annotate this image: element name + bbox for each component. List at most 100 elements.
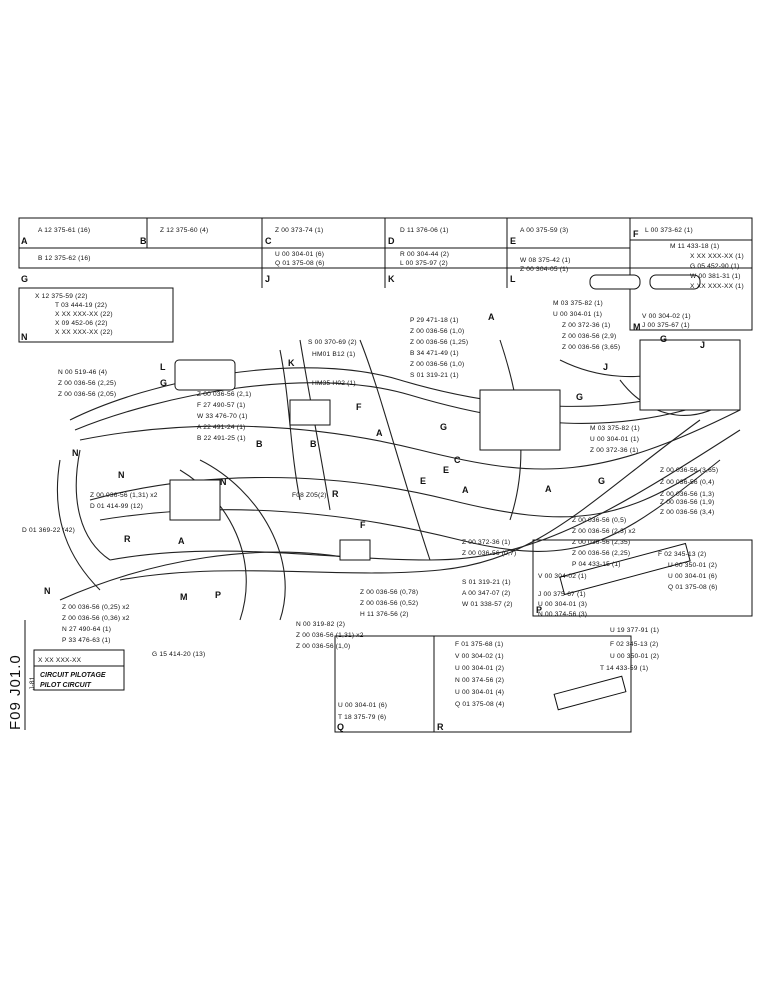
svg-text:Z 00 036-56 (0,5): Z 00 036-56 (0,5) — [572, 517, 626, 524]
svg-text:X XX XXX-XX (1): X XX XXX-XX (1) — [690, 283, 744, 290]
svg-text:P 29 471-18 (1): P 29 471-18 (1) — [410, 317, 459, 324]
part-D: D 11 376-06 (1) — [400, 227, 449, 234]
svg-text:Z 00 372-36 (1): Z 00 372-36 (1) — [562, 322, 610, 329]
svg-text:G 05 452-90 (1): G 05 452-90 (1) — [690, 263, 740, 270]
svg-text:N: N — [44, 586, 51, 596]
svg-text:T 14 433-59 (1): T 14 433-59 (1) — [600, 665, 648, 672]
svg-text:Q 01 375-08 (6): Q 01 375-08 (6) — [275, 260, 325, 267]
box-P — [532, 539, 753, 617]
svg-text:P: P — [215, 590, 221, 600]
svg-text:N 00 519-46 (4): N 00 519-46 (4) — [58, 369, 107, 376]
svg-text:Q 01 375-08 (6): Q 01 375-08 (6) — [668, 584, 718, 591]
svg-text:U 00 350-01 (2): U 00 350-01 (2) — [668, 562, 717, 569]
svg-text:G: G — [160, 378, 167, 388]
svg-text:R: R — [124, 534, 131, 544]
svg-text:R: R — [437, 722, 444, 732]
svg-text:X XX XXX-XX (1): X XX XXX-XX (1) — [690, 253, 744, 260]
svg-text:V 00 304-02 (1): V 00 304-02 (1) — [642, 313, 691, 320]
svg-text:F 01 375-68 (1): F 01 375-68 (1) — [455, 641, 503, 648]
svg-text:Z 00 036-56 (2,25): Z 00 036-56 (2,25) — [58, 380, 116, 387]
svg-text:Z 00 036-56 (2,05): Z 00 036-56 (2,05) — [58, 391, 116, 398]
svg-text:Q: Q — [337, 722, 344, 732]
svg-text:H 11 376-56 (2): H 11 376-56 (2) — [360, 611, 409, 618]
svg-text:Z 00 036-56 (3,65): Z 00 036-56 (3,65) — [660, 467, 718, 474]
svg-text:A: A — [462, 485, 469, 495]
svg-text:P 04 433-15 (1): P 04 433-15 (1) — [572, 561, 621, 568]
svg-text:Z 00 036-56 (1,31) x2: Z 00 036-56 (1,31) x2 — [296, 632, 364, 639]
svg-text:J: J — [603, 362, 608, 372]
svg-text:B 22 491-25 (1): B 22 491-25 (1) — [197, 435, 246, 442]
svg-text:L: L — [160, 362, 166, 372]
svg-text:Z 00 036-56 (2,25): Z 00 036-56 (2,25) — [572, 550, 630, 557]
svg-text:F: F — [633, 229, 639, 239]
svg-text:F 02 345-13 (2): F 02 345-13 (2) — [658, 551, 706, 558]
svg-text:HM01 B12 (1): HM01 B12 (1) — [312, 351, 355, 358]
svg-text:W 33 476-70 (1): W 33 476-70 (1) — [197, 413, 248, 420]
svg-text:U 00 350-01 (2): U 00 350-01 (2) — [610, 653, 659, 660]
svg-text:J: J — [265, 274, 270, 284]
part-E: A 00 375-59 (3) — [520, 227, 568, 234]
svg-text:S 01 319-21 (1): S 01 319-21 (1) — [410, 372, 459, 379]
svg-text:G: G — [660, 334, 667, 344]
svg-text:Z 00 036-56 (2,35): Z 00 036-56 (2,35) — [572, 539, 630, 546]
svg-text:F 27 490-57 (1): F 27 490-57 (1) — [197, 402, 245, 409]
svg-text:L: L — [510, 274, 516, 284]
callouts: P 29 471-18 (1) Z 00 036-56 (1,0) Z 00 0… — [22, 300, 718, 658]
svg-text:A: A — [376, 428, 383, 438]
svg-text:A 22 491-24 (1): A 22 491-24 (1) — [197, 424, 245, 431]
svg-text:Z 00 036-56 (1,0): Z 00 036-56 (1,0) — [410, 328, 464, 335]
drawing-number: F09 J01.0 — [7, 654, 24, 730]
svg-text:Z 00 036-56 (0,52): Z 00 036-56 (0,52) — [360, 600, 418, 607]
svg-text:B: B — [256, 439, 263, 449]
svg-text:G: G — [21, 274, 28, 284]
svg-text:W 08 375-42 (1): W 08 375-42 (1) — [520, 257, 571, 264]
svg-text:N: N — [72, 448, 79, 458]
svg-text:M: M — [633, 322, 641, 332]
svg-text:X XX XXX-XX (22): X XX XXX-XX (22) — [55, 329, 113, 336]
title-en: PILOT CIRCUIT — [40, 682, 92, 689]
svg-text:R: R — [332, 489, 339, 499]
box-R — [334, 635, 632, 733]
svg-text:E: E — [420, 476, 426, 486]
svg-text:Z 00 304-05 (1): Z 00 304-05 (1) — [520, 266, 568, 273]
svg-text:E: E — [510, 236, 516, 246]
svg-text:U 00 304-01 (3): U 00 304-01 (3) — [538, 601, 587, 608]
svg-text:C: C — [454, 455, 461, 465]
svg-text:F 02 345-13 (2): F 02 345-13 (2) — [610, 641, 658, 648]
svg-text:W 01 338-57 (2): W 01 338-57 (2) — [462, 601, 513, 608]
box-P-list: V 00 304-02 (1) J 00 375-67 (1) U 00 304… — [538, 551, 718, 634]
svg-text:U 00 304-01 (4): U 00 304-01 (4) — [455, 689, 504, 696]
svg-text:W 00 381-31 (1): W 00 381-31 (1) — [690, 273, 741, 280]
svg-text:A: A — [21, 236, 28, 246]
svg-text:D 01 414-99 (12): D 01 414-99 (12) — [90, 503, 143, 510]
svg-text:Z 00 036-56 (0,36) x2: Z 00 036-56 (0,36) x2 — [62, 615, 130, 622]
sheet-number: J-81 — [29, 676, 36, 690]
svg-text:Z 00 036-56 (1,31) x2: Z 00 036-56 (1,31) x2 — [90, 492, 158, 499]
svg-text:M 11 433-18 (1): M 11 433-18 (1) — [670, 243, 719, 250]
svg-text:D: D — [388, 236, 395, 246]
svg-text:J 00 375-67 (1): J 00 375-67 (1) — [538, 591, 586, 598]
svg-text:Z 00 372-36 (1): Z 00 372-36 (1) — [590, 447, 638, 454]
svg-text:Z 00 036-56 (2,3) x2: Z 00 036-56 (2,3) x2 — [572, 528, 636, 535]
svg-text:C: C — [265, 236, 272, 246]
svg-text:G 15 414-20 (13): G 15 414-20 (13) — [152, 651, 205, 658]
svg-text:M: M — [180, 592, 188, 602]
svg-text:N: N — [220, 477, 227, 487]
box-M-list: M 11 433-18 (1) X XX XXX-XX (1) G 05 452… — [642, 243, 744, 329]
svg-text:T 03 444-19 (22): T 03 444-19 (22) — [55, 302, 107, 309]
part-B: Z 12 375-60 (4) — [160, 227, 208, 234]
title-code: X XX XXX-XX — [38, 657, 82, 664]
svg-text:Z 00 036-56 (2,9): Z 00 036-56 (2,9) — [562, 333, 616, 340]
svg-text:S 01 319-21 (1): S 01 319-21 (1) — [462, 579, 511, 586]
svg-text:N 27 490-64 (1): N 27 490-64 (1) — [62, 626, 111, 633]
svg-text:Z 00 036-56 (0,7): Z 00 036-56 (0,7) — [462, 550, 516, 557]
svg-text:L 00 375-97 (2): L 00 375-97 (2) — [400, 260, 448, 267]
svg-text:J 00 375-67 (1): J 00 375-67 (1) — [642, 322, 690, 329]
svg-text:U 00 304-01 (6): U 00 304-01 (6) — [275, 251, 324, 258]
title-fr: CIRCUIT PILOTAGE — [40, 672, 106, 679]
svg-text:X 12 375-59 (22): X 12 375-59 (22) — [35, 293, 88, 300]
part-C: Z 00 373-74 (1) — [275, 227, 323, 234]
svg-text:P: P — [536, 605, 542, 615]
svg-text:P 33 476-63 (1): P 33 476-63 (1) — [62, 637, 111, 644]
svg-text:U 00 304-01 (2): U 00 304-01 (2) — [455, 665, 504, 672]
